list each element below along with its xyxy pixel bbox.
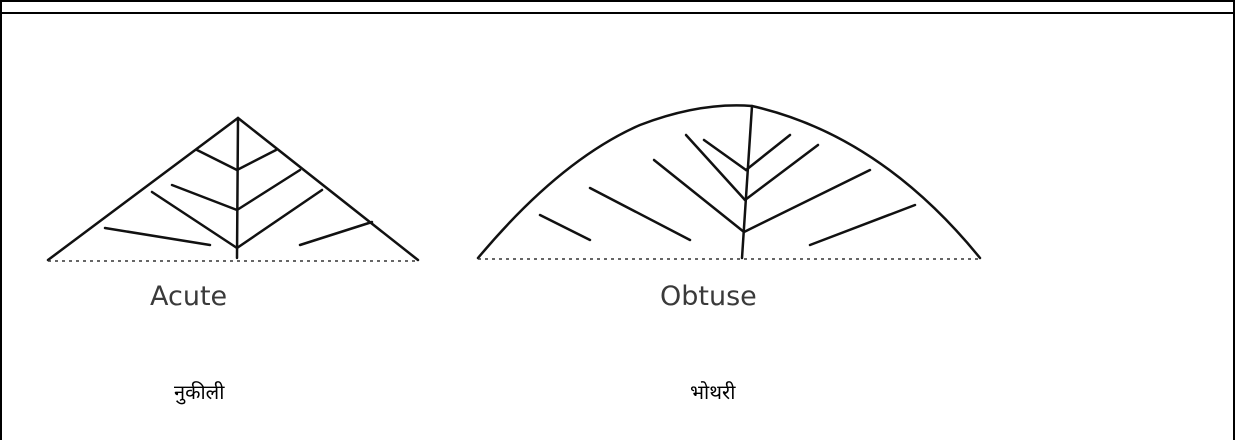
caption-acute-hindi: नुकीली xyxy=(174,378,224,405)
caption-obtuse-hindi: भोथरी xyxy=(690,378,735,405)
obtuse-label: Obtuse xyxy=(660,281,757,312)
acute-label: Acute xyxy=(150,281,227,312)
